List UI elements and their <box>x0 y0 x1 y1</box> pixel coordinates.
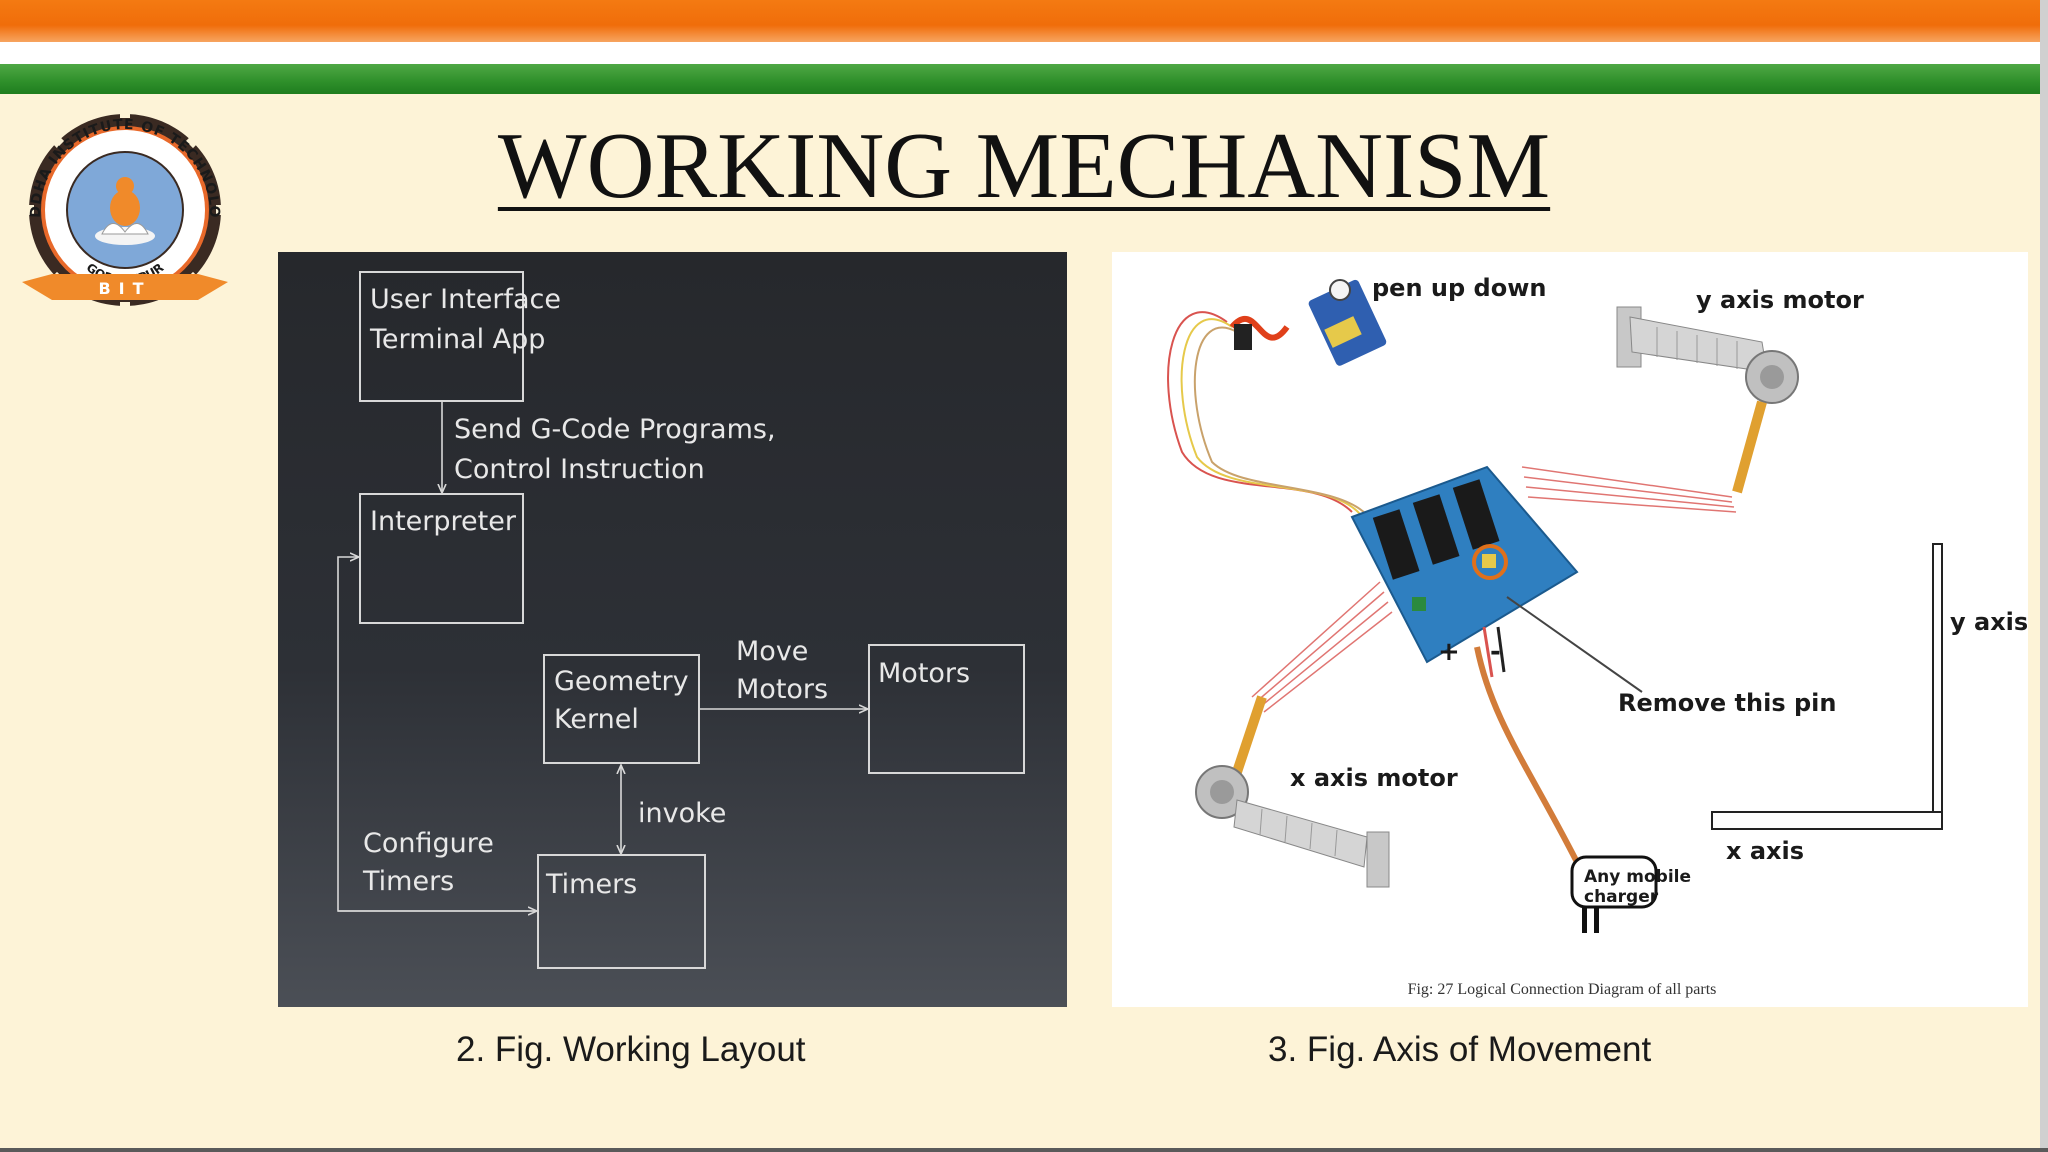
edge-configure-line2: Timers <box>362 866 454 897</box>
node-ui-line2: Terminal App <box>369 324 545 355</box>
label-plus: + <box>1438 637 1460 667</box>
label-remove-pin: Remove this pin <box>1618 689 1836 717</box>
node-motors <box>868 644 1025 774</box>
mobile-charger <box>1570 855 1658 933</box>
node-geometry-line1: Geometry <box>554 666 689 697</box>
node-motors-label: Motors <box>878 658 970 689</box>
power-wire-positive <box>1482 626 1494 678</box>
logo-ribbon-text: BIT <box>98 279 151 298</box>
caption-axis-of-movement: 3. Fig. Axis of Movement <box>1268 1030 1652 1069</box>
node-interpreter-label: Interpreter <box>370 506 517 537</box>
label-x-axis: x axis <box>1726 837 1804 865</box>
caption-working-layout: 2. Fig. Working Layout <box>456 1030 806 1069</box>
flow-diagram: User Interface Terminal App Interpreter … <box>337 271 1025 969</box>
flag-stripe-white <box>0 42 2048 64</box>
label-charger-line1: Any mobile <box>1584 867 1691 887</box>
slide-edge <box>2040 0 2048 1152</box>
edge-move-line1: Move <box>736 636 808 667</box>
edge-configure-line1: Configure <box>363 828 494 859</box>
node-interpreter <box>359 493 524 624</box>
node-timers <box>537 854 706 969</box>
flag-stripe-green <box>0 64 2048 94</box>
edge-move-line2: Motors <box>736 674 828 705</box>
node-ui-line1: User Interface <box>370 284 561 315</box>
edge-invoke-label: invoke <box>638 798 726 829</box>
node-geometry-line2: Kernel <box>554 704 639 735</box>
edge-send-line1: Send G-Code Programs, <box>454 414 776 445</box>
institute-logo: BUDDHA INSTITUTE OF TECHNOLOGY GORAKHPUR… <box>12 102 228 312</box>
label-y-axis: y axis <box>1950 608 2028 636</box>
servo-motor <box>1229 279 1387 366</box>
axes-indicator <box>1711 543 1943 830</box>
node-timers-label: Timers <box>545 869 637 900</box>
label-charger-line2: charger <box>1584 887 1659 907</box>
edge-send-line2: Control Instruction <box>454 454 705 485</box>
label-minus: - <box>1490 637 1501 667</box>
motor-shield-board <box>1350 465 1579 664</box>
x-axis-stepper-motor <box>1195 695 1390 888</box>
label-pen-up-down: pen up down <box>1372 274 1546 302</box>
power-cable <box>1474 646 1585 874</box>
working-layout-figure: User Interface Terminal App Interpreter … <box>278 252 1067 1007</box>
power-wire-negative <box>1496 626 1506 673</box>
label-y-axis-motor: y axis motor <box>1696 286 1864 314</box>
servo-wire-brown <box>1193 326 1369 517</box>
label-x-axis-motor: x axis motor <box>1290 764 1458 792</box>
wiring-diagram: pen up down y axis motor x axis motor Re… <box>1167 274 2028 998</box>
y-axis-stepper-motor <box>1616 306 1799 494</box>
figure-note: Fig: 27 Logical Connection Diagram of al… <box>1408 981 1717 998</box>
slide-title: WORKING MECHANISM <box>497 114 1551 218</box>
remove-pin-pointer <box>1506 596 1643 693</box>
slide-bottom-border <box>0 1148 2048 1152</box>
axis-movement-figure: pen up down y axis motor x axis motor Re… <box>1112 252 2028 1007</box>
flag-stripe-saffron <box>0 0 2048 42</box>
